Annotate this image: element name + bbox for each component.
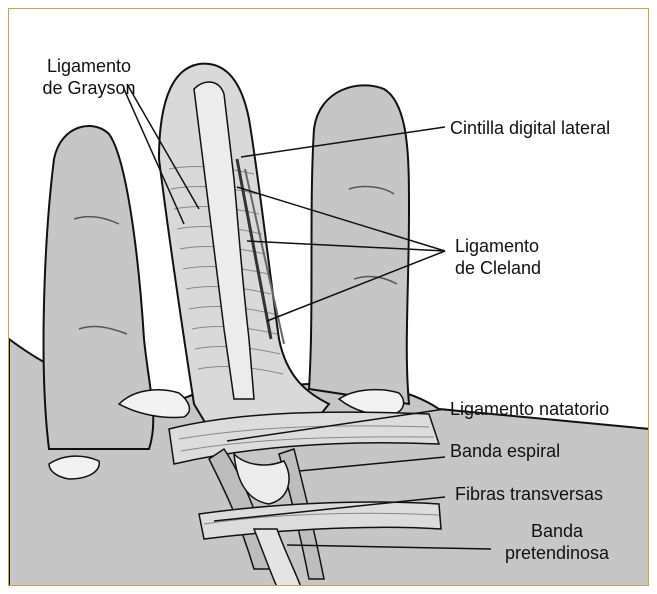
label-pretendinosa-line2: pretendinosa xyxy=(492,542,622,564)
label-grayson-line2: de Grayson xyxy=(28,77,150,99)
label-grayson-line1: Ligamento xyxy=(34,55,144,77)
label-cleland-line2: de Cleland xyxy=(455,257,541,279)
label-cintilla-digital-lateral: Cintilla digital lateral xyxy=(450,117,610,139)
label-banda-espiral: Banda espiral xyxy=(450,440,560,462)
label-pretendinosa-line1: Banda xyxy=(492,520,622,542)
label-ligamento-natatorio: Ligamento natatorio xyxy=(450,398,609,420)
label-fibras-transversas: Fibras transversas xyxy=(455,483,603,505)
label-cleland-line1: Ligamento xyxy=(455,235,539,257)
